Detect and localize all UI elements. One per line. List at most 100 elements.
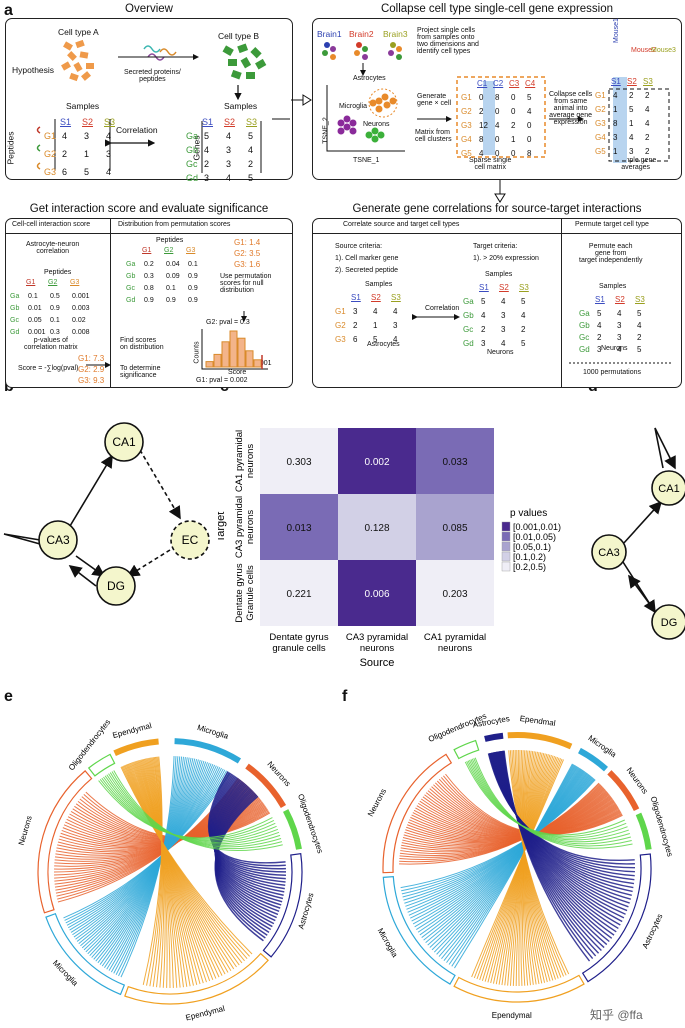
table-cell: 4 [645, 119, 650, 128]
src-1: 1). Cell marker gene [335, 255, 399, 262]
chord-link [130, 762, 226, 975]
table-row-header: Gb [579, 321, 590, 330]
table-col-header: S3 [391, 293, 401, 302]
x-tick-label: granule cells [272, 643, 326, 654]
table-cell: 0.001 [28, 329, 46, 336]
chord-group-label: Neurons [366, 787, 388, 818]
table-cell: 6 [353, 335, 358, 344]
table-row-header: G5 [461, 149, 472, 158]
table-row-header: Gc [463, 325, 474, 334]
table-cell: 1 [373, 321, 378, 330]
chord-arc [635, 812, 652, 850]
cc-title: Cell-cell interaction score [12, 221, 91, 228]
interaction-box: Get interaction score and evaluate signi… [5, 203, 293, 388]
chord-link [470, 759, 630, 843]
table-cell: 2 [479, 107, 484, 116]
table-col-header: G1 [26, 279, 36, 286]
chord-link [421, 770, 584, 938]
chord-link [427, 768, 582, 946]
score-item: G1: 1.4 [234, 238, 261, 247]
hist-bar [205, 361, 214, 368]
hist-bar [237, 337, 246, 368]
table-col-header: S3 [519, 283, 529, 292]
legend-label: [0.2,0.5) [513, 562, 546, 572]
table-cell: 4 [597, 321, 602, 330]
table-row-header: G1 [44, 131, 57, 141]
table-cell: 4 [527, 107, 532, 116]
table-cell: 3 [84, 131, 90, 141]
chord-group-label: Astrocytes [641, 912, 665, 950]
table-row-header: Gd [126, 297, 136, 304]
table-cell: 8 [495, 93, 500, 102]
cell-cluster-a-icon [61, 39, 94, 82]
table-cell: 0.008 [72, 329, 90, 336]
node-ec: EC [182, 533, 199, 547]
table-col-header: S2 [627, 77, 637, 86]
heatmap-cell [416, 428, 494, 494]
heatmap-value: 0.303 [286, 457, 311, 468]
collapse-title: Collapse cell type single-cell gene expr… [380, 3, 614, 15]
secreted-label: Secreted proteins/ peptides [124, 69, 181, 83]
table-cell: 4 [62, 131, 68, 141]
table-cell: 4 [226, 131, 232, 141]
table-cell: 4 [613, 91, 618, 100]
table-row-header: G1 [335, 307, 346, 316]
legend-swatch [501, 561, 511, 572]
score-item: G3: 9.3 [78, 376, 105, 385]
heatmap-cell [416, 560, 494, 626]
table-cell: 4 [645, 105, 650, 114]
table-cell: 3 [617, 333, 622, 342]
chord-link [433, 767, 580, 953]
mouse2-label: Mouse2 [631, 47, 656, 54]
table-cell: 0 [479, 93, 484, 102]
table-cell: 0.1 [166, 285, 176, 292]
table-cell: 0.02 [72, 317, 86, 324]
chord-link [134, 761, 217, 979]
chord-link [129, 762, 229, 973]
chord-link [429, 768, 581, 948]
chord-link [122, 765, 248, 959]
table-cell: 4 [226, 173, 232, 183]
table-cell: 3 [481, 339, 486, 348]
samples-label-right: Samples [224, 101, 258, 111]
node-ca3: CA3 [46, 533, 70, 547]
correlation-text: Correlation [425, 305, 460, 312]
chord-arc [581, 853, 652, 983]
score-item: G2: 3.5 [234, 249, 261, 258]
chord-link [443, 765, 576, 961]
table-cell: 3 [226, 145, 232, 155]
table-cell: 0.1 [28, 293, 38, 300]
table-cell: 0.05 [28, 317, 42, 324]
table-row-header: G3 [44, 167, 57, 177]
table-cell: 0.8 [144, 285, 154, 292]
table-cell: 0 [495, 149, 500, 158]
table-row-header: G1 [595, 91, 606, 100]
chord-link [141, 759, 194, 986]
chord-link [139, 759, 201, 985]
chord-link [147, 758, 178, 988]
chord-link [404, 776, 593, 904]
table-cell: 2 [353, 321, 358, 330]
chord-link [153, 756, 164, 988]
node-ca1: CA1 [112, 435, 136, 449]
table-row-header: Ga [579, 309, 590, 318]
table-cell: 1 [613, 147, 618, 156]
table-cell: 5 [521, 339, 526, 348]
overview-art [36, 39, 290, 173]
legend-swatch [501, 541, 511, 552]
find-scores-text: Find scores on distribution [120, 337, 164, 351]
collapse-text: Collapse cells from same animal into ave… [549, 91, 593, 126]
table-cell: 0.5 [50, 293, 60, 300]
table-row-header: Gc [10, 317, 19, 324]
table-cell: 8 [527, 149, 532, 158]
table-cell: 12 [479, 121, 488, 130]
table-cell: 0 [495, 107, 500, 116]
node-d-dg: DG [661, 617, 678, 629]
chord-arc [283, 809, 302, 850]
table-cell: 2 [62, 149, 68, 159]
chord-link [419, 770, 585, 936]
chord-link [120, 766, 253, 955]
chord-link [136, 760, 211, 982]
